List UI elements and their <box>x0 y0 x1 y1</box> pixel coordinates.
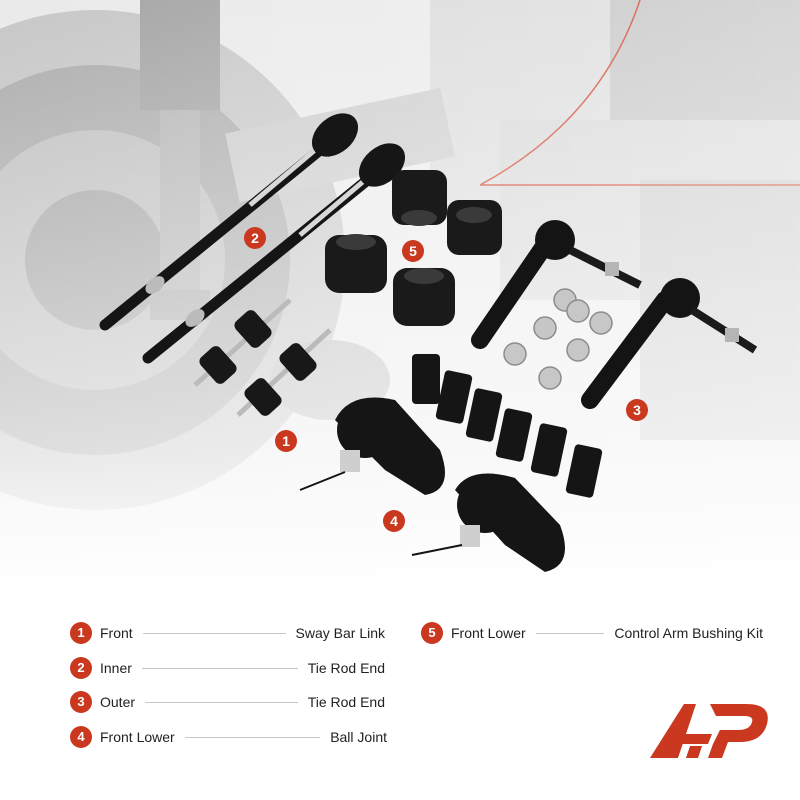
brand-logo <box>650 700 775 760</box>
parts-illustration <box>0 0 800 600</box>
inner-tie-rod-1 <box>99 113 359 331</box>
callout-badge-2: 2 <box>244 227 266 249</box>
sway-bar-links <box>193 298 332 417</box>
legend-divider <box>142 632 286 634</box>
outer-tie-rod-2 <box>581 278 758 409</box>
legend-number: 1 <box>70 622 92 644</box>
callout-badge-5: 5 <box>402 240 424 262</box>
legend-number: 3 <box>70 691 92 713</box>
legend-divider <box>184 736 321 738</box>
legend-item-1: 1 Front Sway Bar Link <box>70 621 385 645</box>
nuts <box>503 288 613 390</box>
legend-value: Tie Rod End <box>307 694 385 710</box>
legend-label: Outer <box>100 694 136 710</box>
legend-item-5: 5 Front Lower Control Arm Bushing Kit <box>421 621 763 645</box>
callout-badge-4: 4 <box>383 510 405 532</box>
legend-divider <box>141 667 298 669</box>
legend-label: Inner <box>100 660 132 676</box>
callout-badge-1: 1 <box>275 430 297 452</box>
callout-badge-3: 3 <box>626 399 648 421</box>
ball-joint-1 <box>299 397 445 495</box>
legend-divider <box>535 632 605 634</box>
legend-value: Tie Rod End <box>307 660 385 676</box>
legend-item-2: 2 Inner Tie Rod End <box>70 656 385 680</box>
legend-value: Sway Bar Link <box>295 625 385 641</box>
ball-joint-2 <box>411 473 565 572</box>
legend-value: Control Arm Bushing Kit <box>614 625 763 641</box>
legend-number: 2 <box>70 657 92 679</box>
legend-label: Front Lower <box>100 729 175 745</box>
legend-number: 5 <box>421 622 443 644</box>
legend-number: 4 <box>70 726 92 748</box>
control-arm-bushings <box>325 170 502 326</box>
legend-label: Front <box>100 625 133 641</box>
legend-divider <box>145 701 298 703</box>
outer-tie-rod-1 <box>471 220 642 349</box>
ap-logo-icon <box>650 704 768 758</box>
legend-value: Ball Joint <box>330 729 387 745</box>
inner-tie-rod-2 <box>142 143 406 364</box>
bolts <box>412 354 603 498</box>
legend-item-3: 3 Outer Tie Rod End <box>70 690 385 714</box>
legend-item-4: 4 Front Lower Ball Joint <box>70 725 387 749</box>
product-photo <box>0 0 800 600</box>
legend-label: Front Lower <box>451 625 526 641</box>
